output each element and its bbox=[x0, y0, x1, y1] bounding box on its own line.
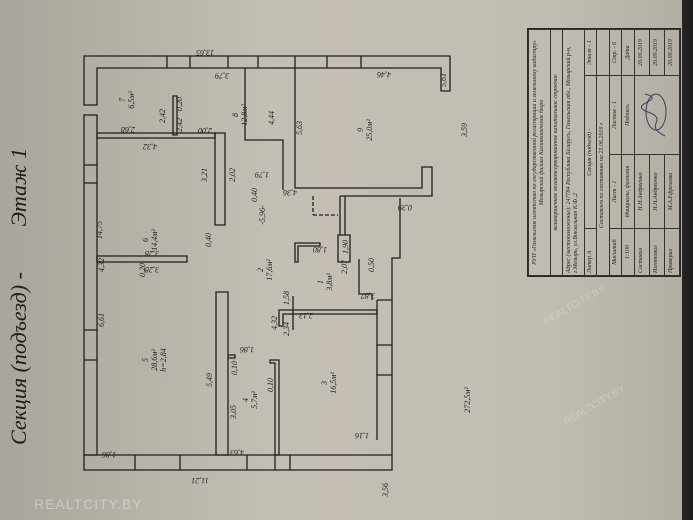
dimension-label: 2,00 bbox=[198, 126, 212, 135]
date: 20.09.2019 bbox=[649, 29, 665, 76]
room-6-area: 14,4м² bbox=[150, 229, 159, 251]
dimension-label: 3,56 bbox=[381, 483, 390, 498]
col-date: Дата bbox=[621, 29, 635, 76]
total-area: 272,5м² bbox=[463, 387, 472, 413]
room-8-number: 8 bbox=[231, 113, 240, 117]
dimension-label: 4,32 bbox=[270, 316, 279, 330]
dimension-label: 3,28 bbox=[145, 249, 160, 258]
name: М.А.Ефремова bbox=[664, 154, 680, 229]
dimension-label: -5,96- bbox=[258, 205, 267, 225]
role: Проверил bbox=[664, 228, 680, 276]
dimension-label: 2,02 bbox=[228, 168, 237, 182]
dimension-label: 4,44 bbox=[267, 111, 276, 125]
room-1-area: 3,8м² bbox=[325, 273, 334, 292]
dimension-label: 2,68 bbox=[121, 125, 135, 134]
room-4-number: 4 bbox=[241, 398, 250, 402]
liter: Литер А bbox=[584, 228, 597, 276]
dimension-label: 0,10 bbox=[266, 378, 275, 392]
dimension-label: 0,39 bbox=[398, 203, 412, 212]
dimension-label: 3,59 bbox=[460, 123, 469, 138]
dimension-label: 5,63 bbox=[295, 121, 304, 135]
name: Н.Н.Андреенко bbox=[634, 154, 650, 229]
sheet: Лист - 1 bbox=[609, 154, 622, 229]
address: Адрес (местоположение): 247784 Республик… bbox=[562, 29, 585, 276]
object-type: незавершенное незаконсервированное капит… bbox=[550, 29, 563, 276]
dimension-label: 2,13 bbox=[299, 311, 313, 320]
room-6-number: 6 bbox=[141, 238, 150, 242]
dimension-label: 4,32 bbox=[143, 142, 157, 151]
room-5-area: 28,6м² bbox=[150, 349, 159, 371]
dimension-label: 2,42 bbox=[158, 109, 167, 123]
dimension-label: 2,42 bbox=[175, 118, 184, 132]
col-name: Инициалы, фамилия bbox=[621, 154, 635, 229]
dimension-label: 4,63 bbox=[230, 448, 244, 457]
room-9-area: 25,0м² bbox=[365, 119, 374, 141]
name: Н.Н.Андреенко bbox=[649, 154, 665, 229]
dimension-label: 4,46 bbox=[377, 70, 391, 79]
dimension-label: 14,75 bbox=[95, 221, 104, 239]
room-7-number: 7 bbox=[118, 97, 127, 102]
room-2-area: 17,6м² bbox=[265, 259, 274, 281]
dimension-label: 0,20 bbox=[138, 263, 147, 277]
room-3-number: 3 bbox=[320, 381, 329, 386]
dimension-label: 1,90 bbox=[341, 240, 350, 254]
dimension-label: 3,28 bbox=[145, 265, 160, 274]
title-block: РУП «Гомельское агентство по государстве… bbox=[527, 28, 681, 277]
room-4-area: 5,7м² bbox=[250, 391, 259, 409]
dimension-label: 1,86 bbox=[102, 450, 116, 459]
dimension-label: 11,21 bbox=[191, 476, 208, 485]
dimension-label: 0,40 bbox=[250, 188, 259, 202]
room-8-area: 12,8м² bbox=[240, 104, 249, 126]
floor: Этаж - 1 bbox=[584, 29, 597, 76]
section: Секция (подъезд) - bbox=[584, 75, 597, 229]
dimension-label: 3,87 bbox=[360, 291, 376, 300]
scale: 1:100 bbox=[621, 228, 635, 276]
dimension-label: 1,80 bbox=[313, 245, 327, 254]
date: 20.09.2019 bbox=[664, 29, 680, 76]
page-number: Стр. - 6 bbox=[609, 29, 622, 76]
dimension-label: 4,32 bbox=[97, 258, 106, 272]
dimension-label: 2,07 bbox=[340, 259, 349, 274]
room-2-number: 2 bbox=[256, 268, 265, 272]
dimension-label: 5,49 bbox=[205, 373, 214, 387]
room-5-height: h=2,84 bbox=[159, 348, 168, 371]
room-3-area: 16,5м² bbox=[329, 372, 338, 394]
dimension-label: 1,58 bbox=[282, 291, 291, 305]
watermark: REALTCITY.BY bbox=[34, 496, 143, 512]
dimension-label: 0,10 bbox=[230, 361, 239, 375]
room-7-area: 6,5м² bbox=[127, 91, 136, 109]
date: 20.09.2019 bbox=[634, 29, 650, 76]
dimension-label: 5,25 bbox=[0, 0, 7, 2]
room-1-number: 1 bbox=[316, 280, 325, 284]
dimension-label: 0,50 bbox=[367, 258, 376, 272]
dimension-label: 3,79 bbox=[215, 71, 230, 80]
dimension-label: 13,65 bbox=[196, 48, 214, 57]
room-5-number: 5 bbox=[141, 358, 150, 362]
dimension-label: 2,34 bbox=[282, 322, 291, 336]
walls bbox=[83, 55, 451, 471]
org-name: РУП «Гомельское агентство по государстве… bbox=[528, 29, 551, 276]
dimension-label: 4,36 bbox=[283, 188, 297, 197]
scale-label: Масштаб bbox=[609, 228, 622, 276]
signature-stamp bbox=[634, 75, 680, 155]
dimension-label: 3,21 bbox=[200, 168, 209, 183]
state-date: Составлен по состоянию на 25.06.2019 г bbox=[596, 75, 610, 276]
dimension-label: 0,20 bbox=[175, 97, 184, 111]
dimension-label: 5,61 bbox=[439, 73, 448, 87]
dimension-label: 1,16 bbox=[355, 431, 369, 440]
dimension-labels: 13,65 14,75 11,21 3,79 2,68 2,42 0,20 2,42 2,00 4… bbox=[0, 0, 469, 498]
room-9-number: 9 bbox=[356, 128, 365, 132]
dimension-label: 1,79 bbox=[255, 170, 269, 179]
dimension-label: 6,61 bbox=[97, 313, 106, 327]
role: Изготовил bbox=[649, 228, 665, 276]
col-sign: Подпись bbox=[621, 75, 635, 155]
dimension-label: 1,86 bbox=[240, 345, 254, 354]
role: Составил bbox=[634, 228, 650, 276]
sheets: Листов - 1 bbox=[609, 75, 622, 155]
dimension-label: 3,05 bbox=[229, 405, 238, 420]
dimension-label: 0,40 bbox=[204, 233, 213, 247]
